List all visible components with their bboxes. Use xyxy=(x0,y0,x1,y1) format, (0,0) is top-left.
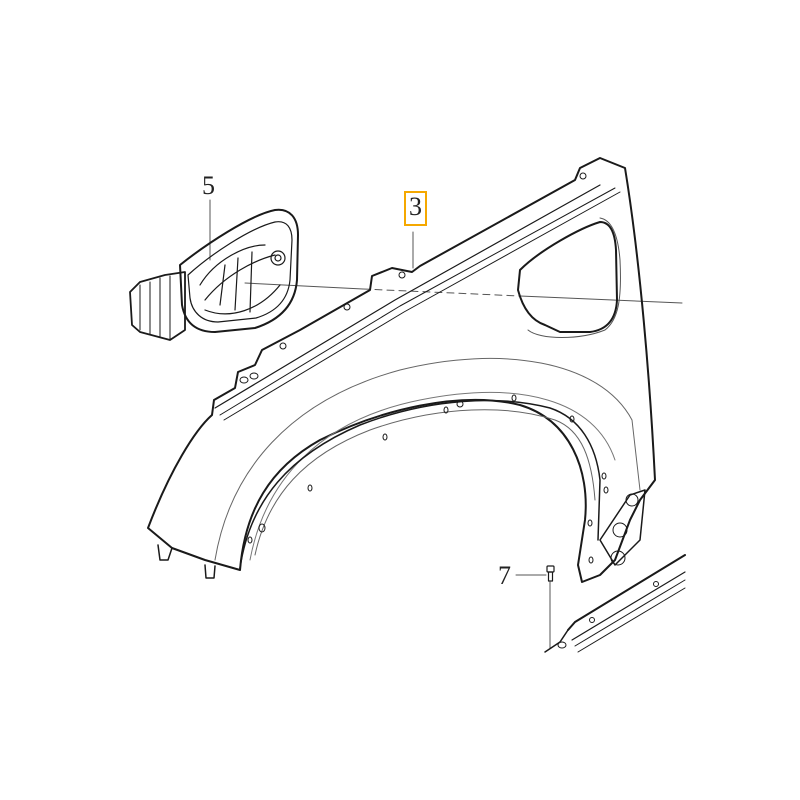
sill-rail-part xyxy=(544,554,686,653)
fuel-door-part xyxy=(129,208,299,341)
callout-3: 3 xyxy=(404,191,427,226)
bolt-part xyxy=(546,565,555,582)
callout-5: 5 xyxy=(202,171,215,200)
fender-part xyxy=(147,157,656,583)
leader-lines xyxy=(209,199,683,649)
callout-7: 7 xyxy=(498,561,511,590)
